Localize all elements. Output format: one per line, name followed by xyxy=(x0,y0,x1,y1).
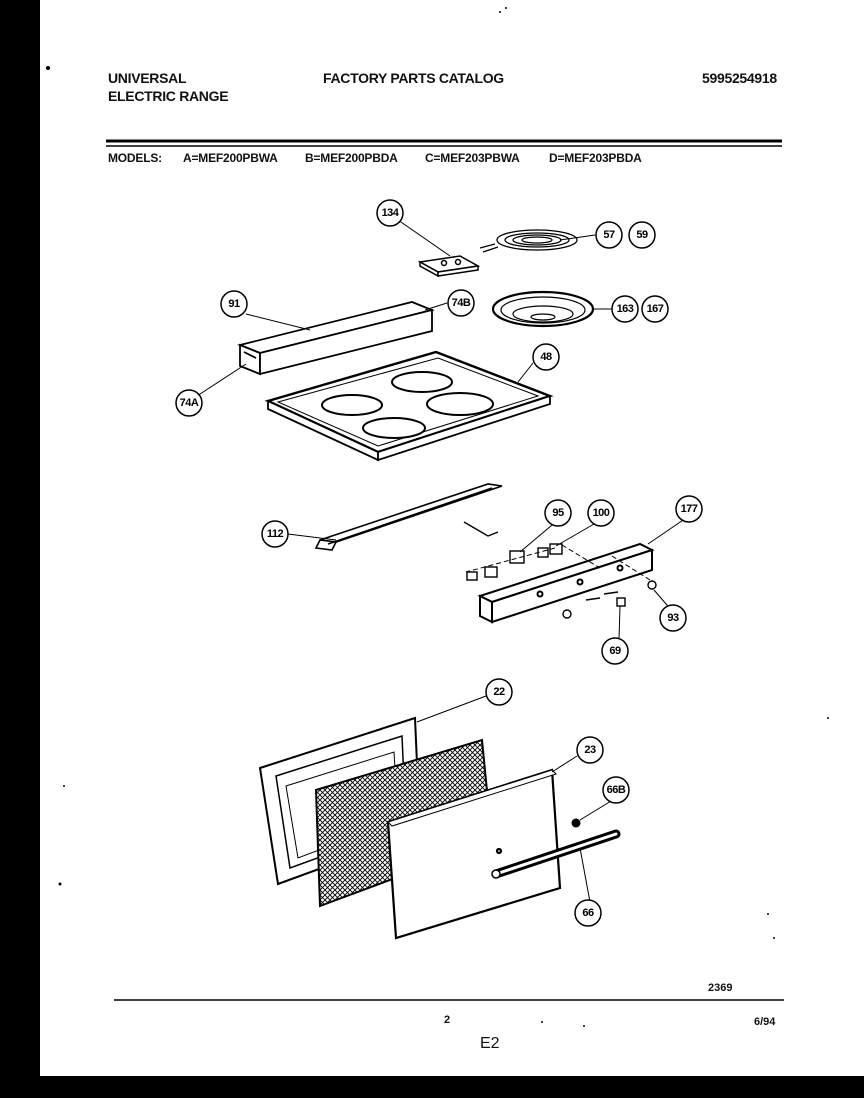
revision-date: 6/94 xyxy=(754,1016,776,1028)
brand-line-2: ELECTRIC RANGE xyxy=(108,88,229,104)
svg-text:66: 66 xyxy=(582,907,594,919)
callout-112: 112 xyxy=(261,520,289,548)
svg-text:57: 57 xyxy=(603,229,615,241)
catalog-number: 5995254918 xyxy=(702,70,777,86)
callout-48: 48 xyxy=(532,343,560,371)
callout-163: 163 xyxy=(611,295,639,323)
callout-22: 22 xyxy=(485,678,513,706)
callout-59: 59 xyxy=(628,221,656,249)
drip-bowl-part xyxy=(491,290,595,328)
callout-95: 95 xyxy=(544,499,572,527)
terminal-block-part xyxy=(417,255,481,278)
model-c: C=MEF203PBWA xyxy=(425,151,520,165)
parts-sheet: UNIVERSAL ELECTRIC RANGE FACTORY PARTS C… xyxy=(40,0,864,1076)
callout-100: 100 xyxy=(587,499,615,527)
svg-text:95: 95 xyxy=(552,507,564,519)
panel-bracket-part xyxy=(314,483,503,551)
model-b: B=MEF200PBDA xyxy=(305,151,398,165)
door-handle-part xyxy=(491,818,621,879)
callout-66: 66 xyxy=(574,899,602,927)
header-rule xyxy=(106,139,782,147)
svg-text:93: 93 xyxy=(667,612,679,624)
svg-text:91: 91 xyxy=(228,298,240,310)
svg-text:167: 167 xyxy=(647,303,664,315)
callout-74b: 74B xyxy=(447,289,475,317)
callout-167: 167 xyxy=(641,295,669,323)
page-number: 2 xyxy=(444,1014,451,1026)
svg-text:100: 100 xyxy=(593,507,610,519)
callout-74a: 74A xyxy=(175,389,203,417)
model-d: D=MEF203PBDA xyxy=(549,151,642,165)
knob-parts xyxy=(562,580,657,619)
backguard-trim-part xyxy=(237,301,435,376)
callout-23: 23 xyxy=(576,736,604,764)
callout-57: 57 xyxy=(595,221,623,249)
svg-text:112: 112 xyxy=(267,528,284,540)
cooktop-part xyxy=(264,350,554,462)
svg-text:66B: 66B xyxy=(607,784,626,796)
svg-text:74B: 74B xyxy=(452,297,471,309)
callout-69: 69 xyxy=(601,637,629,665)
model-a: A=MEF200PBWA xyxy=(183,151,278,165)
svg-text:134: 134 xyxy=(382,207,400,219)
svg-text:59: 59 xyxy=(636,229,648,241)
section-code: E2 xyxy=(480,1035,500,1052)
callout-177: 177 xyxy=(675,495,703,523)
surface-element-part xyxy=(479,229,578,253)
catalog-title: FACTORY PARTS CATALOG xyxy=(323,70,504,86)
svg-text:48: 48 xyxy=(540,351,552,363)
drawing-number: 2369 xyxy=(708,982,733,994)
svg-text:177: 177 xyxy=(681,503,698,515)
callout-66b: 66B xyxy=(602,776,630,804)
models-label: MODELS: xyxy=(108,151,162,165)
scan-specks xyxy=(46,7,829,1027)
svg-text:163: 163 xyxy=(617,303,634,315)
svg-text:22: 22 xyxy=(493,686,505,698)
svg-text:23: 23 xyxy=(584,744,596,756)
callout-93: 93 xyxy=(659,604,687,632)
svg-text:69: 69 xyxy=(609,645,621,657)
svg-text:74A: 74A xyxy=(180,397,199,409)
door-outer-panel-part xyxy=(386,768,562,940)
callout-91: 91 xyxy=(220,290,248,318)
exploded-parts-diagram: 134 57 59 91 74B 163 167 74A 48 112 95 1… xyxy=(46,7,829,1027)
brand-line-1: UNIVERSAL xyxy=(108,70,187,86)
callout-134: 134 xyxy=(376,199,404,227)
switch-parts xyxy=(463,521,563,581)
